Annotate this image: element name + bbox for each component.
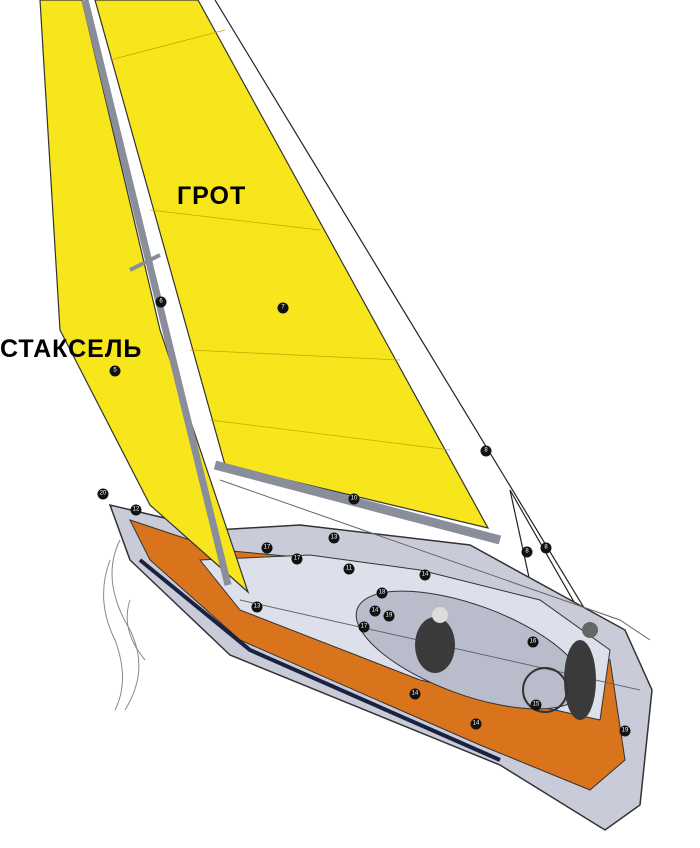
mainsail [94, 0, 490, 529]
crew [415, 607, 598, 720]
marker: 17 [358, 621, 370, 633]
marker: 11 [343, 563, 355, 575]
marker: 14 [409, 688, 421, 700]
marker: 8 [480, 445, 492, 457]
marker: 18 [376, 587, 388, 599]
marker: 10 [348, 493, 360, 505]
staysail-label: СТАКСЕЛЬ [0, 335, 143, 363]
marker: 13 [328, 532, 340, 544]
marker: 16 [527, 636, 539, 648]
marker: 8 [521, 546, 533, 558]
marker: 12 [130, 504, 142, 516]
mainsail-label: ГРОТ [177, 182, 247, 210]
marker: 13 [251, 601, 263, 613]
marker: 19 [383, 610, 395, 622]
marker: 20 [97, 488, 109, 500]
marker: 7 [277, 302, 289, 314]
marker: 14 [419, 569, 431, 581]
marker: 14 [369, 605, 381, 617]
marker: 5 [109, 365, 121, 377]
marker: 8 [540, 542, 552, 554]
marker: 17 [261, 542, 273, 554]
marker: 17 [291, 553, 303, 565]
forestay-line [214, 0, 641, 701]
marker: 6 [155, 296, 167, 308]
marker: 14 [470, 718, 482, 730]
marker: 15 [530, 699, 542, 711]
mast [81, 0, 232, 586]
marker: 19 [619, 725, 631, 737]
steering-wheel [522, 667, 568, 713]
